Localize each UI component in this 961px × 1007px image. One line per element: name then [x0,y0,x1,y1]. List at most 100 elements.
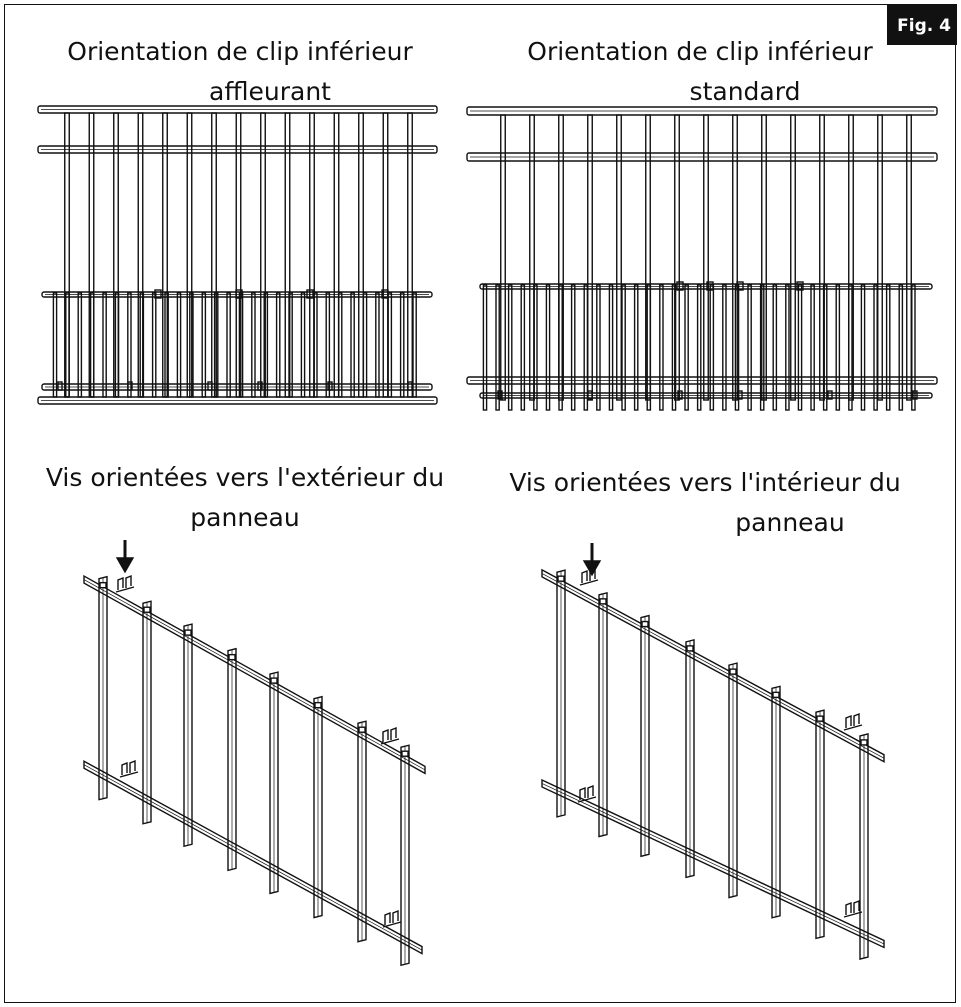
vertical-picket [533,284,538,411]
clip [577,784,597,803]
caption-line: Orientation de clip inférieur [67,37,413,66]
caption-line: Orientation de clip inférieur [527,37,873,66]
vertical-picket [77,292,83,398]
iso-picket [556,569,566,818]
down-arrow-icon [115,540,135,574]
screw [737,390,743,400]
screw [57,381,63,391]
caption-line: standard [689,77,801,106]
clip [382,909,402,928]
vertical-picket [583,284,589,411]
screw [327,381,333,391]
caption-screws-inside: Vis orientées vers l'intérieur du pannea… [480,463,930,543]
iso-picket [313,695,323,919]
caption-flush-clip: Orientation de clip inférieur affleurant [20,32,460,112]
vertical-picket [810,284,815,411]
screw [358,726,366,733]
clip [381,289,389,299]
horizontal-rail [466,376,938,385]
screw [860,739,868,746]
vertical-picket [747,284,752,411]
vertical-picket [860,284,866,411]
vertical-picket [684,284,689,411]
vertical-picket [722,284,727,411]
vertical-picket [906,114,912,401]
screw [686,645,694,652]
vertical-picket [226,292,231,398]
iso-picket [640,614,650,858]
screw [228,653,236,661]
panel-isometric-screws-outside [83,574,426,967]
standard-clip-panel-elevation [466,106,938,411]
screw [207,381,213,391]
vertical-picket [375,292,380,398]
screw [314,701,322,709]
horizontal-rail [41,383,433,391]
horizontal-rail [479,392,933,399]
vertical-picket [337,292,343,398]
clip [306,289,314,299]
screw [407,381,413,391]
vertical-picket [898,284,904,411]
clip [736,281,744,291]
rail-edge-line [83,764,423,951]
screw [599,598,607,605]
screw [143,606,151,613]
vertical-picket [176,292,182,398]
vertical-picket [545,284,551,411]
iso-picket [227,647,237,872]
clip [843,899,863,918]
vertical-picket [482,284,488,411]
iso-picket [183,623,193,848]
iso-picket [815,709,825,940]
vertical-picket [407,112,413,398]
screw [184,629,192,636]
vertical-picket [399,292,405,398]
clip [119,759,139,778]
vertical-picket [759,284,765,411]
vertical-picket [387,292,393,398]
vertical-picket [645,114,651,401]
iso-rail [541,568,885,763]
vertical-picket [251,292,256,398]
vertical-picket [659,284,664,411]
clip [380,726,400,745]
vertical-picket [412,292,417,398]
clip [796,281,804,291]
vertical-picket [358,112,364,398]
panel-isometric-screws-inside [541,567,885,960]
vertical-picket [608,284,614,411]
screw [257,381,263,391]
vertical-picket [835,284,841,411]
vertical-picket [362,292,368,398]
vertical-picket [500,114,506,401]
vertical-picket [646,284,652,411]
vertical-picket [558,284,563,411]
vertical-picket [139,292,145,398]
horizontal-rail [466,106,938,116]
horizontal-rail [37,145,438,154]
vertical-picket [911,284,916,411]
clip [843,712,863,731]
vertical-picket [785,284,790,411]
caption-line: panneau [735,508,845,537]
clip [706,281,714,291]
vertical-picket [703,114,709,401]
caption-screws-outside: Vis orientées vers l'extérieur du pannea… [10,458,480,538]
iso-rail [83,574,426,775]
iso-picket [728,662,738,899]
clip [115,574,135,593]
horizontal-rail [466,152,938,162]
vertical-picket [520,284,526,411]
iso-picket [400,744,410,967]
screw [587,390,593,400]
vertical-picket [102,292,107,398]
caption-line: Vis orientées vers l'extérieur du [45,463,445,492]
vertical-picket [822,284,828,411]
vertical-picket [709,284,715,411]
clip [676,281,684,291]
screw [827,390,833,400]
iso-rail [83,760,423,955]
horizontal-rail [479,283,933,290]
